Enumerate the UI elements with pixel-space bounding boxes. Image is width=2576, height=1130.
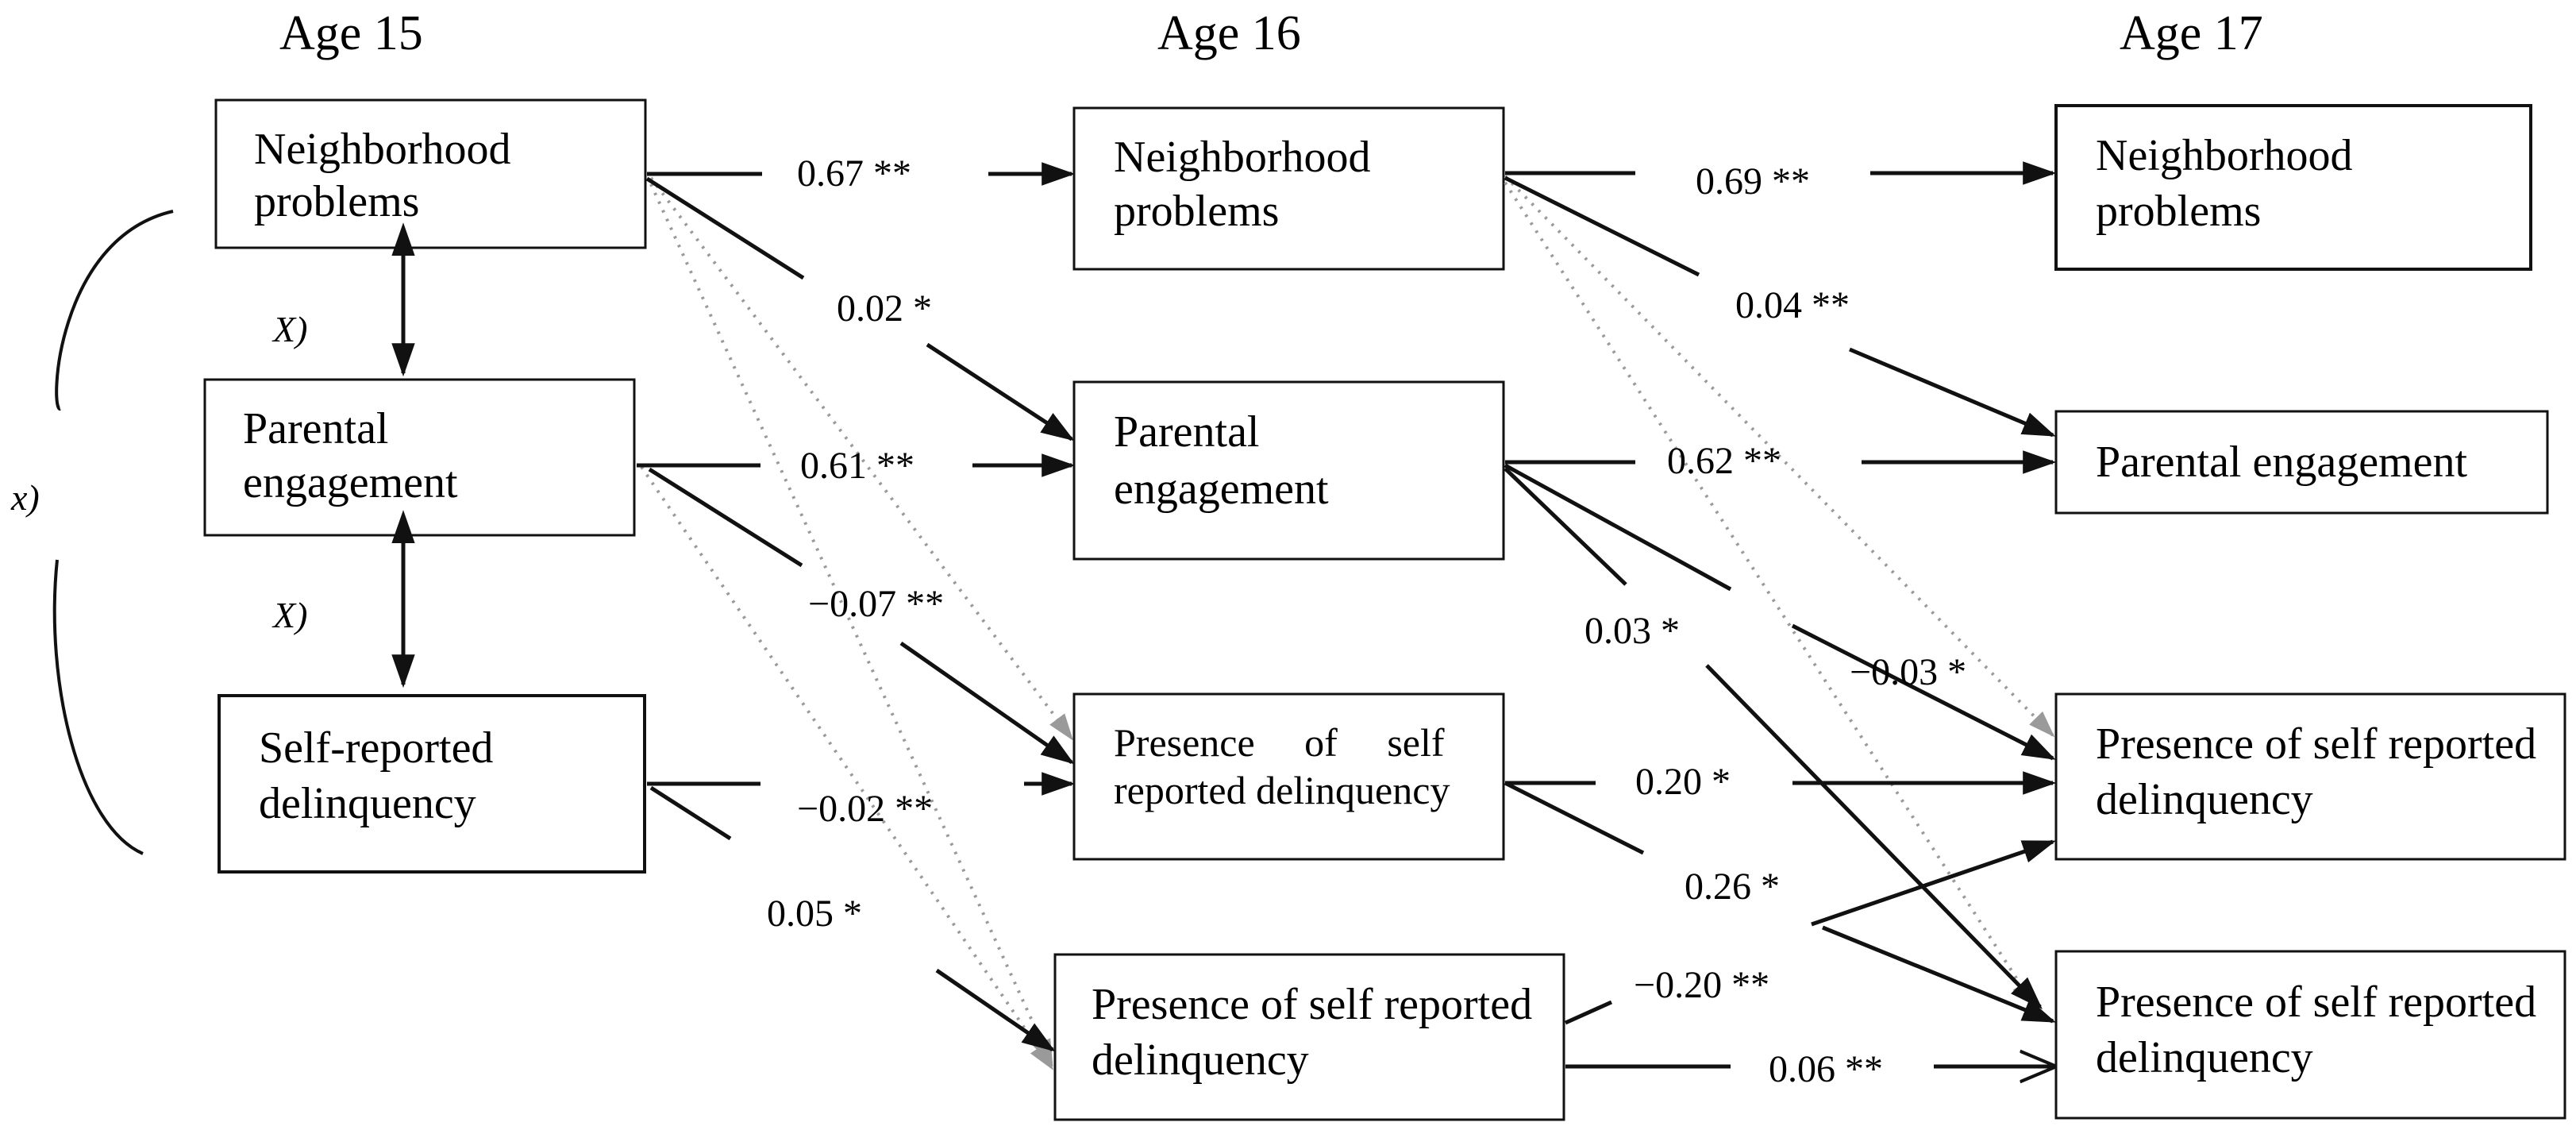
box-label-line1: Neighborhood <box>254 125 511 174</box>
path-sd15-psd16b-head <box>935 968 1056 1052</box>
box-label-line1: Presence of self reported <box>2096 719 2536 769</box>
box-label-line2: delinquency <box>259 779 476 828</box>
path-psd16b-psd17a-head <box>1811 839 2056 927</box>
box-label-line1: Presence of self reported <box>2096 978 2536 1027</box>
coef-psd16b-psd17b: 0.06 ** <box>1769 1048 1883 1090</box>
box-presence-self-reported-delinquency-17b: Presence of self reported delinquency <box>2054 950 2566 1120</box>
box-label-line2: delinquency <box>1092 1036 1309 1085</box>
header-age-16: Age 16 <box>1157 6 1301 60</box>
dotted-path <box>1504 175 2055 738</box>
coef-np15-np16: 0.67 ** <box>797 152 911 195</box>
regression-paths <box>637 161 2056 1066</box>
path-np16-pe17 <box>1504 175 1700 277</box>
box-label-line2: delinquency <box>2096 1033 2313 1082</box>
box-neighborhood-problems-15: Neighborhood problems <box>214 98 647 249</box>
coef-np16-np17: 0.69 ** <box>1696 160 1810 202</box>
box-label-line1: Parental <box>1114 407 1259 457</box>
box-label-line1: Parental <box>243 404 388 453</box>
header-age-15: Age 15 <box>279 6 423 60</box>
box-presence-self-reported-delinquency-16a: Presence of self reported delinquency <box>1072 692 1505 861</box>
box-presence-self-reported-delinquency-16b: Presence of self reported delinquency <box>1053 953 1565 1121</box>
nonsignificant-paths <box>640 175 2055 1070</box>
path-np15-pe16-head <box>926 342 1075 442</box>
box-parental-engagement-16: Parental engagement <box>1072 380 1505 561</box>
box-label-line1: Presence of self reported <box>1092 980 1532 1029</box>
path-sd15-psd16b <box>649 785 732 841</box>
box-label-line1: Self-reported <box>259 723 493 773</box>
coef-psd16b-psd17a: −0.20 ** <box>1634 964 1769 1006</box>
box-label-line1: Parental engagement <box>2096 438 2467 487</box>
box-label-line2: engagement <box>1114 465 1329 514</box>
coef-np16-pe17: 0.04 ** <box>1735 284 1850 326</box>
box-label-line1: Neighborhood <box>2096 131 2353 180</box>
correlation-label-pe-sd: X) <box>271 595 307 635</box>
coef-pe15-psd16a: −0.07 ** <box>808 583 944 625</box>
correlation-label-np-pe: X) <box>271 309 307 349</box>
path-pe16-psd17b-head <box>1705 664 2043 1010</box>
dotted-path <box>1504 181 2035 1008</box>
correlation-label-np-sd: x) <box>10 477 40 518</box>
coef-pe16-psd17b: 0.03 * <box>1584 610 1680 652</box>
coef-sd15-psd16a: −0.02 ** <box>797 788 933 830</box>
box-parental-engagement-17: Parental engagement <box>2054 410 2549 515</box>
coef-psd16a-psd17b: 0.26 * <box>1685 866 1780 908</box>
box-label-line2: delinquency <box>2096 775 2313 824</box>
coef-pe15-pe16: 0.61 ** <box>800 445 914 487</box>
box-label-line2: problems <box>2096 187 2261 236</box>
box-presence-self-reported-delinquency-17a: Presence of self reported delinquency <box>2054 692 2566 861</box>
box-label-line1: Presence of self <box>1114 720 1445 765</box>
coef-pe16-psd17a: −0.03 * <box>1850 651 1966 693</box>
correlation-arc-np-sd <box>52 210 174 855</box>
box-label-line2: reported delinquency <box>1114 768 1450 812</box>
box-self-reported-delinquency-15: Self-reported delinquency <box>218 694 646 874</box>
box-label-line1: Neighborhood <box>1114 133 1371 182</box>
coef-sd15-psd16b: 0.05 * <box>767 893 862 935</box>
path-psd16a-psd17b-head <box>1822 925 2056 1024</box>
box-label-line2: engagement <box>243 458 458 507</box>
path-pe16-psd17a-head <box>1791 623 2056 761</box>
coefficient-labels: 0.67 ** 0.02 * 0.61 ** −0.07 ** −0.02 **… <box>767 152 1966 1090</box>
path-pe15-psd16a <box>648 467 803 568</box>
header-age-17: Age 17 <box>2120 6 2263 60</box>
coef-np15-pe16: 0.02 * <box>837 287 932 330</box>
path-pe16-psd17a <box>1504 463 1732 592</box>
path-np16-pe17-head <box>1849 347 2056 438</box>
box-neighborhood-problems-16: Neighborhood problems <box>1072 106 1505 271</box>
coef-psd16a-psd17a: 0.20 * <box>1635 761 1731 803</box>
path-np15-pe16 <box>645 176 805 280</box>
coef-pe16-pe17: 0.62 ** <box>1667 440 1781 482</box>
box-label-line2: problems <box>1114 187 1279 236</box>
box-neighborhood-problems-17: Neighborhood problems <box>2054 104 2532 271</box>
path-pe16-psd17b <box>1504 467 1627 586</box>
path-psd16b-psd17a <box>1564 1000 1613 1025</box>
dotted-path <box>640 465 1053 1070</box>
box-label-line2: problems <box>254 177 419 226</box>
path-psd16a-psd17b <box>1504 781 1645 855</box>
box-parental-engagement-15: Parental engagement <box>203 378 636 537</box>
path-pe15-psd16a-head <box>899 641 1075 765</box>
